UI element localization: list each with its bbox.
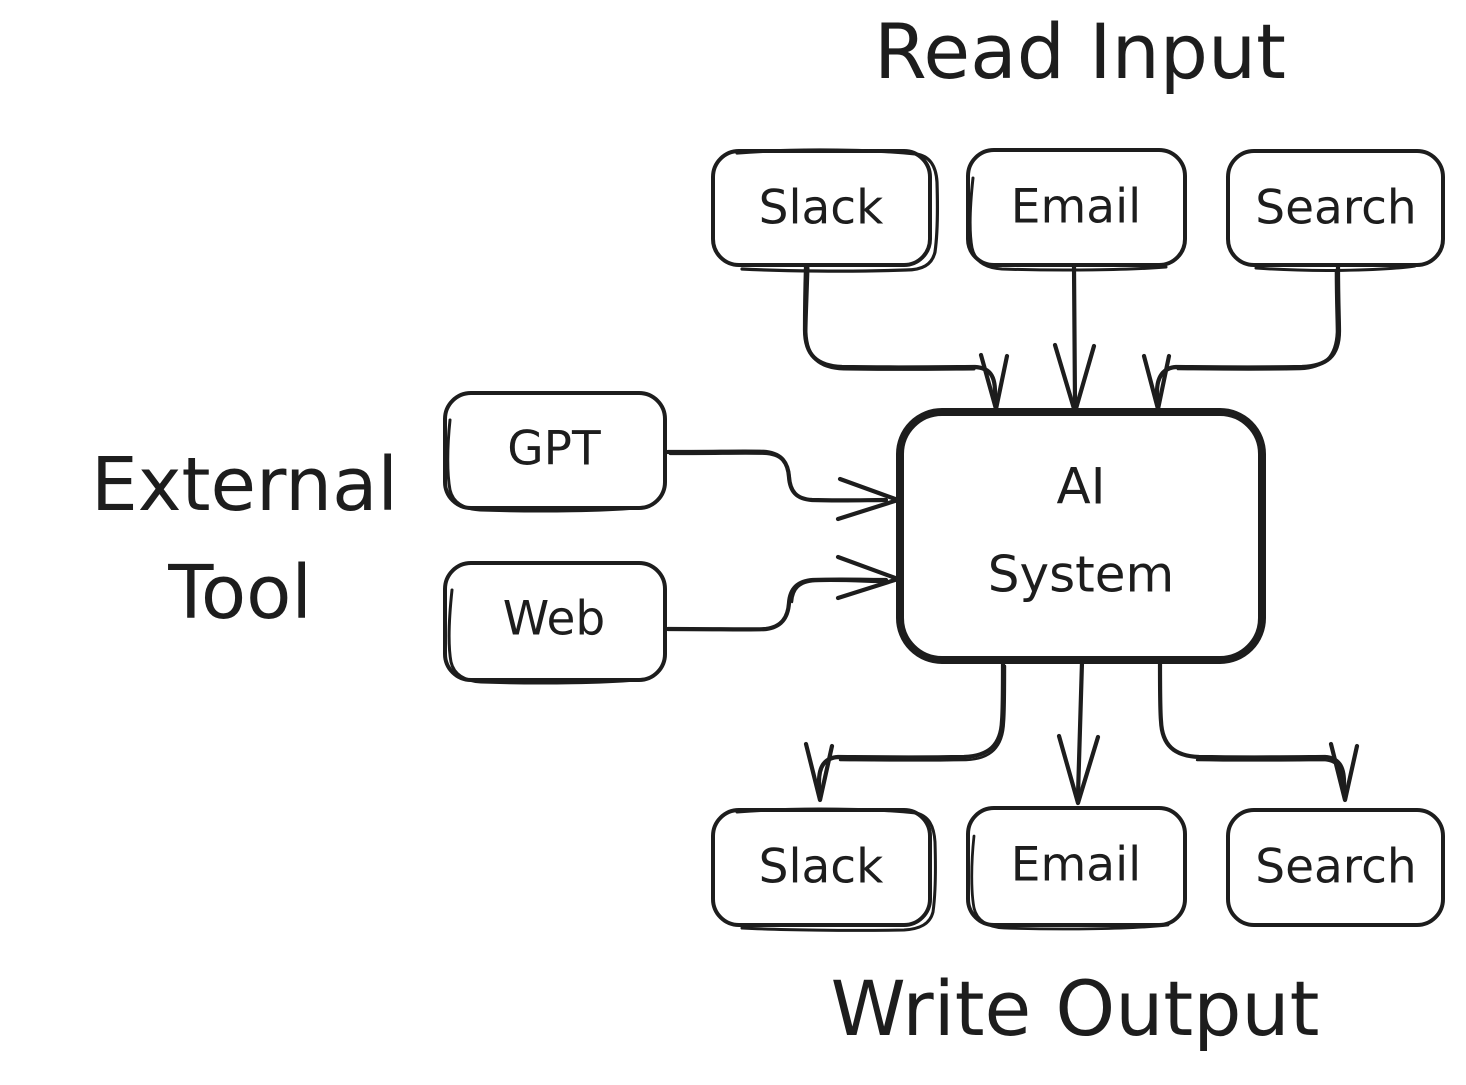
section-label-read-input: Read Input [874, 7, 1286, 96]
edge-ai-system-to-slack-out [803, 659, 1007, 803]
node-tool-gpt-label: GPT [507, 422, 601, 477]
edge-slack-in-to-ai-system [802, 263, 1010, 412]
edge-ai-system-to-email-out [1056, 659, 1101, 806]
node-input-search[interactable]: Search [1226, 149, 1445, 272]
node-input-email-label: Email [1011, 180, 1141, 235]
edge-gpt-to-ai-system [665, 449, 901, 522]
node-output-search-shape [1226, 808, 1445, 927]
section-label-external-tool-line1: External [91, 442, 398, 528]
node-input-email-shape [966, 148, 1187, 267]
node-tool-web[interactable]: Web [443, 561, 667, 685]
edge-email-in-to-ai-system [1052, 263, 1097, 415]
node-output-slack-label: Slack [759, 840, 885, 895]
section-label-write-output: Write Output [831, 964, 1320, 1053]
node-ai-system-shape [896, 408, 1266, 664]
node-output-search-label: Search [1255, 840, 1416, 895]
section-label-external-tool-line2: Tool [167, 550, 312, 636]
node-output-slack[interactable]: Slack [711, 807, 937, 932]
node-output-email-label: Email [1011, 838, 1141, 893]
node-input-slack-label: Slack [759, 181, 885, 236]
node-input-search-label: Search [1255, 181, 1416, 236]
node-ai-system-label-line1: AI [1057, 458, 1106, 516]
node-input-slack[interactable]: Slack [711, 148, 939, 273]
node-tool-gpt-shape [443, 391, 667, 510]
node-output-search[interactable]: Search [1226, 808, 1445, 927]
node-tool-web-shape [443, 561, 667, 682]
node-input-search-shape [1226, 149, 1445, 267]
node-tool-gpt[interactable]: GPT [443, 391, 667, 513]
node-output-email[interactable]: Email [966, 806, 1187, 931]
node-tool-web-label: Web [503, 592, 605, 647]
edge-web-to-ai-system [665, 554, 901, 632]
edge-ai-system-to-search-out [1157, 659, 1360, 803]
node-ai-system[interactable]: AI System [896, 408, 1266, 664]
node-ai-system-label-line2: System [988, 546, 1174, 604]
node-input-email[interactable]: Email [966, 148, 1187, 272]
node-output-email-shape [966, 806, 1187, 927]
edge-search-in-to-ai-system [1141, 263, 1342, 412]
